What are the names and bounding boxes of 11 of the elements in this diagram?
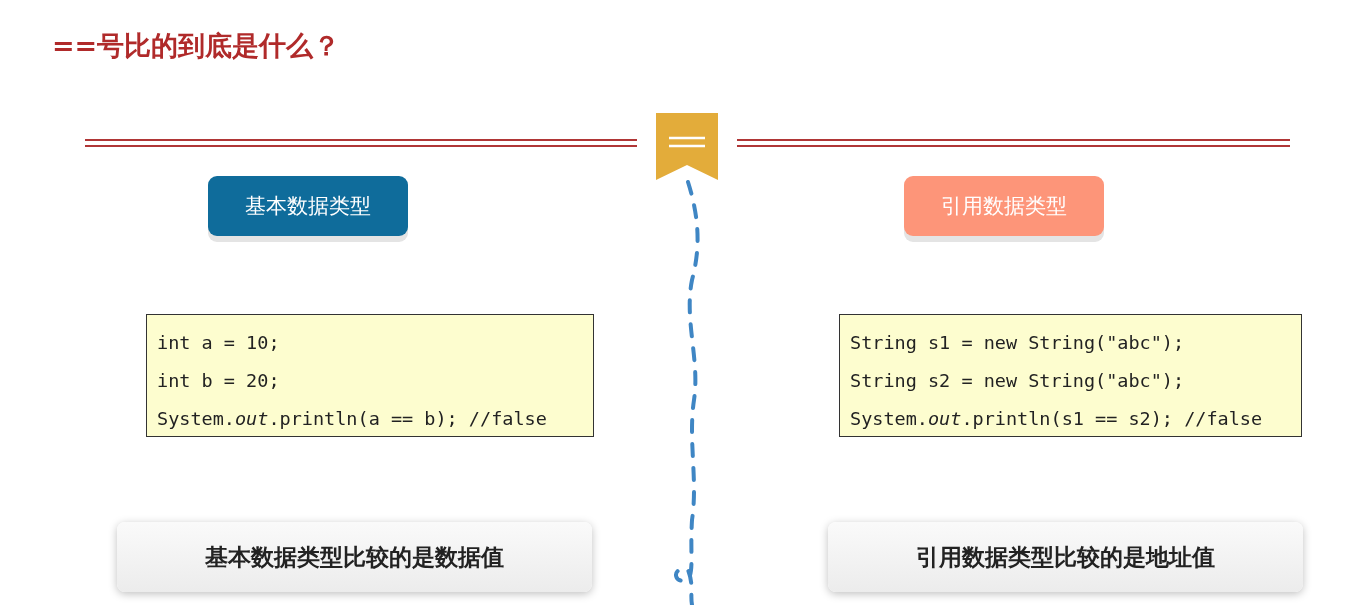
code-box: [146, 314, 594, 437]
code-line: int b = 20;: [157, 369, 281, 393]
title: ==号比的到底是什么？: [52, 29, 341, 63]
code-line: int a = 10;: [157, 331, 281, 355]
code-line: System.out.println(a == b); //false: [157, 407, 548, 431]
code-line: String s1 = new String("abc");: [850, 331, 1186, 355]
code-line: String s2 = new String("abc");: [850, 369, 1186, 393]
summary-card: 引用数据类型比较的是地址值: [828, 522, 1303, 592]
summary-card: 基本数据类型比较的是数据值: [117, 522, 592, 592]
code-line: System.out.println(s1 == s2); //false: [850, 407, 1264, 431]
code-box: [839, 314, 1302, 437]
